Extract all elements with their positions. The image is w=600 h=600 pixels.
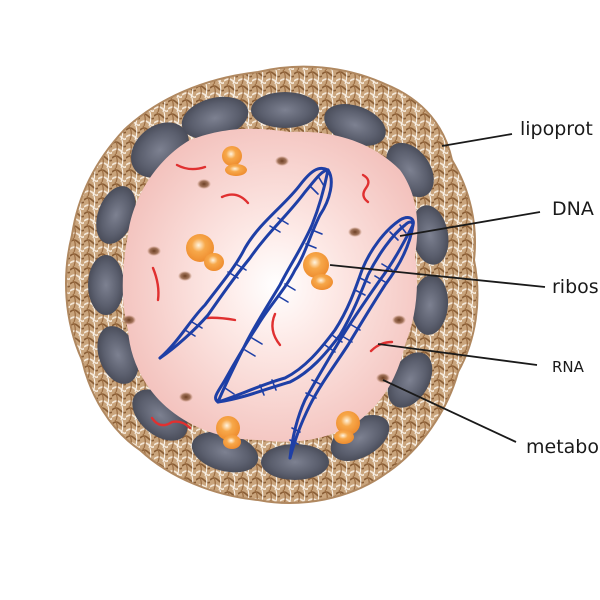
rna-strand <box>175 163 207 171</box>
rna-strand <box>151 266 160 302</box>
metabolite-dot <box>122 315 136 325</box>
label-lipoprotein: lipoprot <box>520 118 593 140</box>
rna-strand <box>271 312 282 347</box>
label-dna: DNA <box>552 198 594 220</box>
dna-strands <box>158 166 415 460</box>
dna-base-pairs <box>184 175 407 445</box>
metabolite-dot <box>275 156 289 166</box>
rna-strand <box>361 173 370 204</box>
metabolite-dot <box>348 227 362 237</box>
ribosome <box>334 411 360 444</box>
metabolite-dot <box>392 315 406 325</box>
metabolite-dot <box>147 246 161 256</box>
metabolites <box>122 156 406 402</box>
metabolite-dot <box>376 373 390 383</box>
label-rna: RNA <box>552 358 584 376</box>
leader-line-lipoprotein <box>441 133 513 147</box>
rna-strand <box>220 193 250 205</box>
ribosome <box>186 234 224 271</box>
metabolite-dot <box>178 271 192 281</box>
metabolite-dot <box>197 179 211 189</box>
ribosomes <box>186 146 360 449</box>
leader-line-metabolite <box>382 379 517 443</box>
rna-strand <box>150 416 192 430</box>
ribosome <box>303 252 333 290</box>
leader-line-dna <box>399 211 541 237</box>
leader-line-rna <box>377 343 538 366</box>
ribosome <box>222 146 247 176</box>
ribosome <box>216 416 241 449</box>
leader-line-ribosome <box>329 264 546 288</box>
leader-lines <box>329 133 546 443</box>
label-metabolite: metabo <box>526 436 599 458</box>
metabolite-dot <box>179 392 193 402</box>
lipoprotein-membrane <box>65 65 479 504</box>
vesicle-lumen <box>122 128 418 442</box>
label-ribosome: ribos <box>552 276 599 298</box>
